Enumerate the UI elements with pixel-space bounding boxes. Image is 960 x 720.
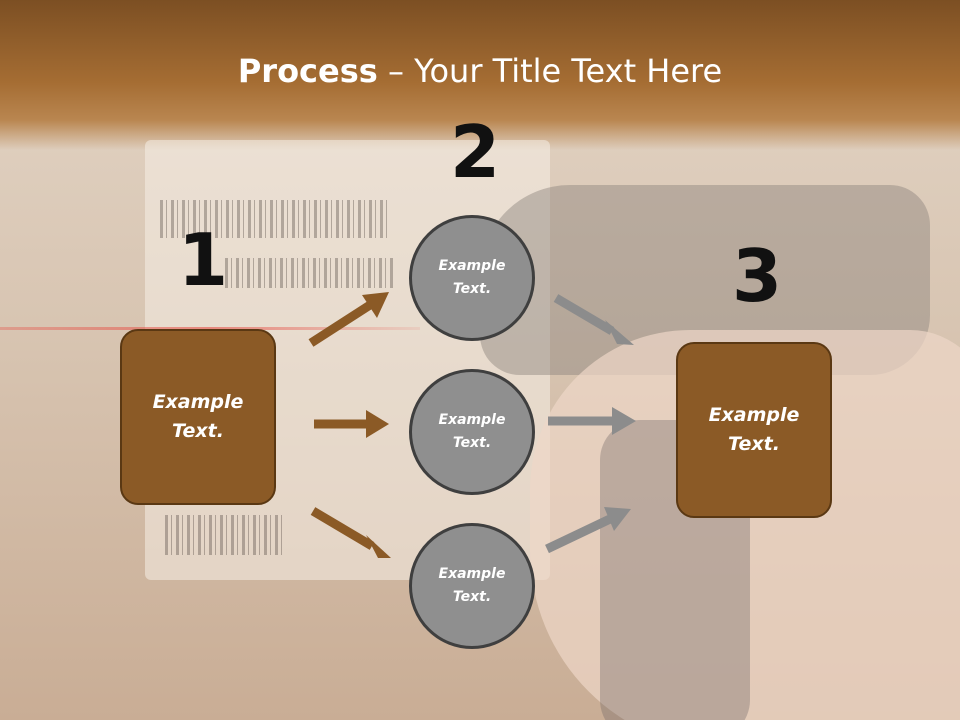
barcode-image	[165, 515, 285, 555]
title-rest: – Your Title Text Here	[377, 52, 723, 90]
scanner-laser-line	[0, 327, 420, 330]
arrow-brown-right	[314, 410, 389, 438]
header-band	[0, 0, 960, 150]
barcode-image	[225, 258, 395, 288]
arrow-gray-right	[548, 407, 636, 435]
step-3-box: Example Text.	[676, 342, 832, 518]
arrow-gray-down	[553, 294, 634, 345]
step-number-3: 3	[732, 234, 783, 318]
step-number-1: 1	[178, 218, 229, 302]
title-bold: Process	[237, 52, 378, 90]
arrow-brown-up	[308, 292, 389, 347]
arrow-brown-down	[310, 507, 391, 558]
circle-text: Example Text.	[438, 258, 506, 297]
slide-title: Process – Your Title Text Here	[0, 52, 960, 90]
process-circle-middle: Example Text.	[409, 369, 535, 495]
barcode-image	[160, 200, 390, 238]
step-number-2: 2	[450, 110, 501, 194]
arrow-gray-up	[545, 507, 631, 554]
step-1-box: Example Text.	[120, 329, 276, 505]
circle-text: Example Text.	[438, 412, 506, 451]
process-circle-top: Example Text.	[409, 215, 535, 341]
process-circle-bottom: Example Text.	[409, 523, 535, 649]
step-1-text: Example Text.	[152, 391, 244, 442]
circle-text: Example Text.	[438, 566, 506, 605]
step-3-text: Example Text.	[708, 404, 800, 455]
